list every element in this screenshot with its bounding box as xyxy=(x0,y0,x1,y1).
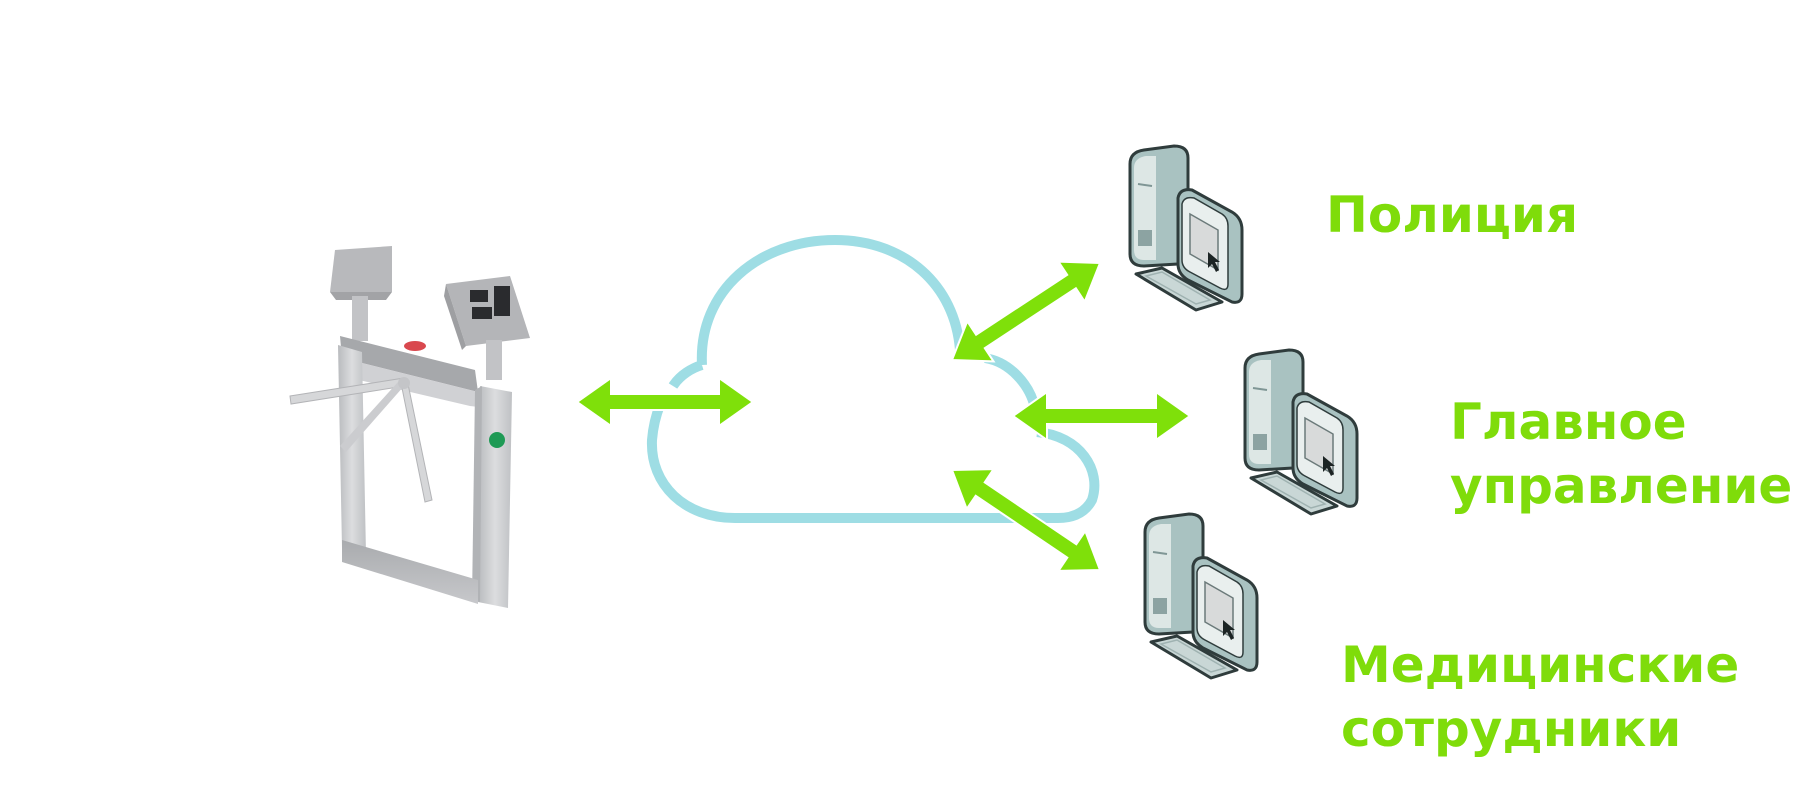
cloud-icon xyxy=(646,234,1100,523)
arrow-cloud-police xyxy=(950,260,1102,363)
label-medical-staff: Медицинские сотрудники xyxy=(1341,633,1739,761)
computer-icon-police xyxy=(1128,144,1244,312)
label-medical-staff-line-1: Медицинские xyxy=(1341,636,1740,694)
label-head-office: Главное управление xyxy=(1450,390,1792,518)
arrow-cloud-medical xyxy=(950,468,1102,572)
arrow-turnstile-cloud xyxy=(575,376,755,428)
label-head-office-line-2: управление xyxy=(1450,457,1793,515)
arrows-group xyxy=(575,260,1192,572)
computer-icon-medical xyxy=(1143,512,1259,680)
label-police-line-1: Полиция xyxy=(1326,186,1579,244)
computer-icon-hq xyxy=(1243,348,1359,516)
turnstile-icon xyxy=(289,246,530,608)
label-head-office-line-1: Главное xyxy=(1450,393,1687,451)
label-medical-staff-line-2: сотрудники xyxy=(1341,700,1682,758)
label-police: Полиция xyxy=(1326,183,1578,247)
arrow-cloud-hq xyxy=(1011,390,1192,442)
